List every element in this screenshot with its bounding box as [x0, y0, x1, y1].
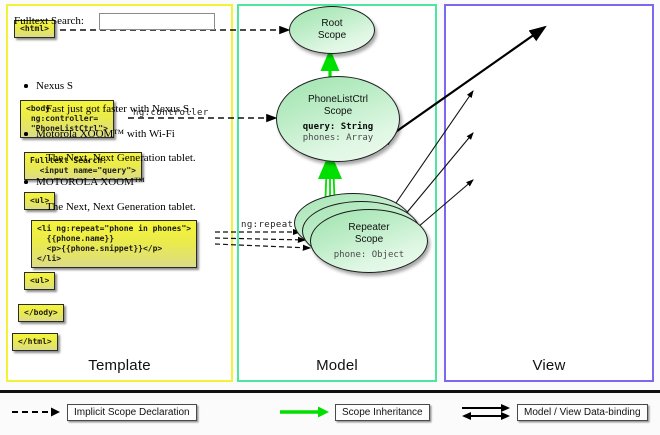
- list-item-snippet-2: The Next, Next Generation tablet.: [46, 152, 196, 164]
- legend-implicit-scope-declaration: Implicit Scope Declaration: [10, 403, 197, 421]
- root-scope-title-1: Root: [321, 18, 343, 29]
- legend-divider: [0, 390, 660, 393]
- body-close-box: </body>: [18, 304, 64, 322]
- list-item-name-3: MOTOROLA XOOM™: [24, 176, 145, 188]
- list-item-snippet-3: The Next, Next Generation tablet.: [46, 201, 196, 213]
- bullet-icon: [24, 84, 28, 88]
- double-arrow-icon: [462, 404, 510, 420]
- search-input[interactable]: [99, 13, 215, 30]
- legend-label-implicit: Implicit Scope Declaration: [67, 403, 197, 421]
- phonelistctrl-scope: PhoneListCtrl Scope query: String phones…: [276, 76, 400, 162]
- ul-close-box: <ul>: [24, 272, 56, 290]
- green-arrow-icon: [280, 406, 329, 418]
- phonelistctrl-prop-phones: phones: Array: [302, 133, 374, 143]
- panel-view-title: View: [532, 357, 566, 374]
- li-repeat-box: <li ng:repeat="phone in phones"> {{phone…: [31, 220, 198, 268]
- html-close-box: </html>: [12, 333, 58, 351]
- root-scope: Root Scope: [289, 6, 375, 54]
- legend-label-binding: Model / View Data-binding: [517, 403, 648, 421]
- repeater-scope-title-1: Repeater: [348, 221, 390, 233]
- view-search-label: Fulltext Search:: [14, 15, 84, 27]
- root-scope-title-2: Scope: [317, 30, 347, 41]
- dashed-arrow-icon: [12, 407, 60, 417]
- edge-label-repeat: ng:repeat: [241, 220, 294, 230]
- legend-label-inheritance: Scope Inheritance: [335, 403, 430, 421]
- phonelistctrl-scope-title-2: Scope: [323, 106, 353, 117]
- panel-model-title: Model: [316, 357, 358, 374]
- bullet-icon: [24, 180, 28, 184]
- phonelistctrl-scope-title-1: PhoneListCtrl: [307, 94, 369, 105]
- html-open-box: <html>: [14, 20, 55, 38]
- bullet-icon: [24, 132, 28, 136]
- fulltext-search-box: Fulltext Search: <input name="query">: [24, 152, 142, 180]
- ul-open-box: <ul>: [24, 192, 56, 210]
- panel-view: View: [444, 4, 654, 382]
- edge-label-controller: ng:controller: [133, 108, 209, 118]
- legend-scope-inheritance: Scope Inheritance: [278, 403, 430, 421]
- phonelistctrl-prop-query: query: String: [302, 122, 374, 132]
- repeater-scope: Repeater Scope phone: Object: [310, 209, 428, 273]
- list-item-name-2: Motorola XOOM™ with Wi-Fi: [24, 128, 175, 140]
- panel-template-title: Template: [88, 357, 151, 374]
- repeater-prop-phone: phone: Object: [333, 249, 405, 260]
- repeater-scope-title-2: Scope: [354, 233, 384, 245]
- legend: Implicit Scope Declaration Scope Inherit…: [0, 399, 660, 435]
- list-item-snippet-1: Fast just got faster with Nexus S.: [46, 103, 192, 115]
- body-box: <body ng:controller= "PhoneListCtrl">: [20, 100, 114, 138]
- legend-data-binding: Model / View Data-binding: [460, 403, 648, 421]
- list-item-name-1: Nexus S: [24, 80, 73, 92]
